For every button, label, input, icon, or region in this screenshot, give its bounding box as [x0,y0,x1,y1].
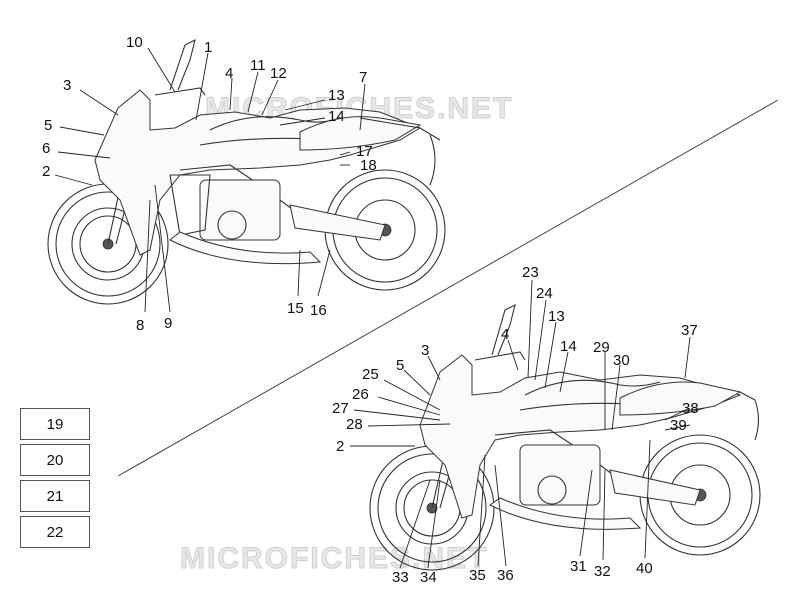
callout-32: 32 [594,563,611,580]
callout-40: 40 [636,560,653,577]
callout-23: 23 [522,264,539,281]
bottom-leader-lines [350,279,691,569]
divider-line [117,99,779,477]
callout-7: 7 [359,69,367,86]
callout-3: 3 [63,77,71,94]
callout-14: 14 [328,108,345,125]
callout-14b: 14 [560,338,577,355]
callout-5b: 5 [396,357,404,374]
callout-4: 4 [225,65,233,82]
callout-29: 29 [593,339,610,356]
callout-9: 9 [164,315,172,332]
part-box-20: 20 [20,444,90,476]
callout-35: 35 [469,567,486,584]
callout-1: 1 [204,39,212,56]
callout-2: 2 [42,163,50,180]
callout-3b: 3 [421,342,429,359]
callout-26: 26 [352,386,369,403]
callout-11: 11 [250,57,266,74]
callout-34: 34 [420,569,437,586]
callout-36: 36 [497,567,514,584]
callout-13b: 13 [548,308,565,325]
bottom-motorcycle [369,303,761,571]
callout-38: 38 [682,400,699,417]
callout-27: 27 [332,400,349,417]
watermark-bottom: MICROFICHES.NET [180,542,488,575]
callout-30: 30 [613,352,630,369]
callout-25: 25 [362,366,379,383]
bottom-front-wheel [369,445,495,571]
callout-16: 16 [310,302,327,319]
part-box-22: 22 [20,516,90,548]
callout-2b: 2 [336,438,344,455]
callout-17: 17 [356,143,373,160]
callout-15: 15 [287,300,304,317]
callout-10: 10 [126,34,143,51]
top-leader-lines [54,47,366,313]
callout-18: 18 [360,157,377,174]
top-labels: 10 1 3 4 11 12 7 13 14 5 6 17 18 2 8 9 1… [42,34,377,334]
callout-5: 5 [44,117,52,134]
callout-37: 37 [681,322,698,339]
callout-12: 12 [270,65,287,82]
callout-24: 24 [536,285,553,302]
part-box-19: 19 [20,408,90,440]
callout-28: 28 [346,416,363,433]
callout-39: 39 [670,417,687,434]
callout-4b: 4 [501,326,509,343]
callout-31: 31 [570,558,587,575]
callout-33: 33 [392,569,409,586]
callout-8: 8 [136,317,144,334]
top-motorcycle [47,38,446,305]
callout-13: 13 [328,87,345,104]
part-box-21: 21 [20,480,90,512]
callout-6: 6 [42,140,50,157]
bottom-labels: 23 24 13 14 37 4 3 5 29 30 25 26 27 28 3… [332,264,699,586]
